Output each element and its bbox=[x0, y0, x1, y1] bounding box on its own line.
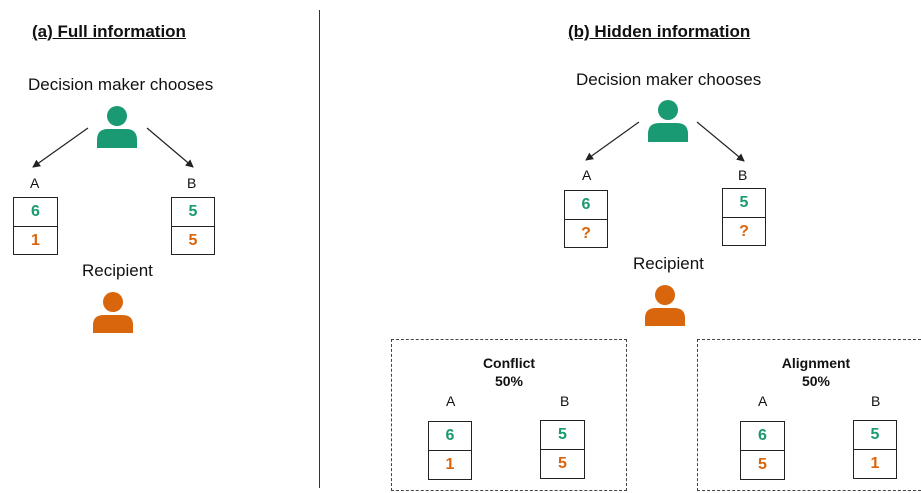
option-a-label: A bbox=[446, 393, 456, 409]
recipient-label: Recipient bbox=[82, 261, 153, 280]
option-b-recipient-payoff: 5 bbox=[540, 449, 585, 479]
arrow-to-b bbox=[146, 127, 194, 168]
person-icon bbox=[645, 285, 685, 326]
recipient-label: Recipient bbox=[633, 254, 704, 273]
option-a-recipient-payoff: ? bbox=[564, 219, 608, 248]
option-a-dm-payoff: 6 bbox=[13, 197, 58, 227]
option-b-label: B bbox=[187, 175, 197, 191]
alignment-probability: 50% bbox=[801, 373, 831, 389]
option-b-dm-payoff: 5 bbox=[853, 420, 897, 450]
option-b-label: B bbox=[738, 167, 748, 183]
option-a-dm-payoff: 6 bbox=[740, 421, 785, 451]
option-a-label: A bbox=[30, 175, 40, 191]
conflict-probability: 50% bbox=[494, 373, 524, 389]
decision-maker-label: Decision maker chooses bbox=[576, 70, 762, 89]
panel-a-title: (a) Full information bbox=[32, 22, 186, 41]
person-icon bbox=[648, 100, 688, 142]
option-b-recipient-payoff: ? bbox=[722, 217, 766, 246]
option-a-recipient-payoff: 1 bbox=[428, 450, 472, 480]
arrow-to-a bbox=[585, 121, 640, 161]
alignment-title: Alignment bbox=[781, 355, 851, 371]
option-b-label: B bbox=[871, 393, 881, 409]
option-a-recipient-payoff: 1 bbox=[13, 226, 58, 255]
option-a-label: A bbox=[582, 167, 592, 183]
option-b-dm-payoff: 5 bbox=[171, 197, 215, 227]
option-b-recipient-payoff: 1 bbox=[853, 449, 897, 479]
person-icon bbox=[97, 106, 137, 148]
option-b-dm-payoff: 5 bbox=[722, 188, 766, 218]
decision-maker-label: Decision maker chooses bbox=[28, 75, 214, 94]
arrow-to-b bbox=[696, 121, 745, 162]
arrow-to-a bbox=[32, 127, 89, 168]
person-icon bbox=[93, 292, 133, 333]
option-a-recipient-payoff: 5 bbox=[740, 450, 785, 480]
option-b-label: B bbox=[560, 393, 570, 409]
panel-divider bbox=[319, 10, 320, 488]
panel-b-title: (b) Hidden information bbox=[568, 22, 751, 41]
conflict-scenario-box: Conflict 50% A B 6 1 5 5 bbox=[391, 339, 627, 491]
option-b-dm-payoff: 5 bbox=[540, 420, 585, 450]
option-b-recipient-payoff: 5 bbox=[171, 226, 215, 255]
option-a-label: A bbox=[758, 393, 768, 409]
option-a-dm-payoff: 6 bbox=[564, 190, 608, 220]
conflict-title: Conflict bbox=[482, 355, 536, 371]
alignment-scenario-box: Alignment 50% A B 6 5 5 1 bbox=[697, 339, 921, 491]
option-a-dm-payoff: 6 bbox=[428, 421, 472, 451]
